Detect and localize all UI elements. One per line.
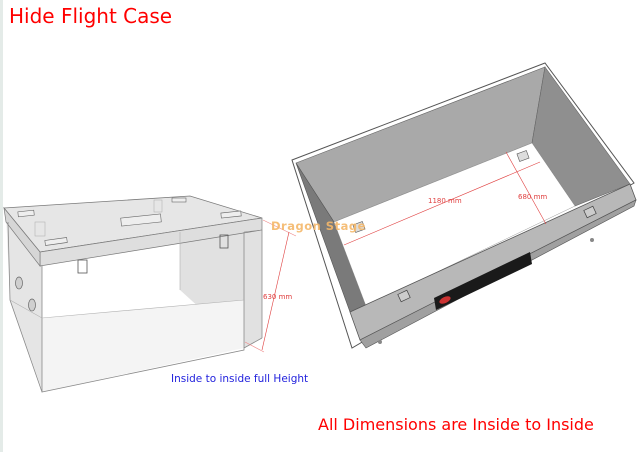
open-case-top-view: [291, 62, 637, 349]
length-dimension-label: 1180 mm: [428, 197, 462, 205]
latch-icon: [77, 259, 88, 274]
height-dimension-line: [244, 219, 297, 353]
lid-handle-recess-icon: [120, 213, 162, 227]
recessed-fitting-icon: [352, 221, 366, 233]
height-note: Inside to inside full Height: [171, 373, 309, 385]
width-dimension-label: 680 mm: [518, 193, 548, 201]
length-dimension-line: [343, 161, 541, 246]
recessed-fitting-icon: [516, 150, 530, 162]
latch-icon: [397, 289, 411, 303]
corner-icon: [590, 238, 594, 242]
latch-icon: [583, 205, 597, 219]
label-plate: [434, 252, 532, 310]
side-handle-icon: [15, 276, 23, 290]
watermark: Dragon Stage: [271, 219, 366, 233]
height-dimension-label: 630 mm: [263, 293, 293, 301]
left-edge-strip: [0, 0, 3, 452]
page-title: Hide Flight Case: [9, 4, 173, 28]
dimensions-footer-note: All Dimensions are Inside to Inside: [318, 415, 594, 434]
logo-icon: [439, 296, 451, 304]
width-dimension-line: [505, 151, 547, 225]
latch-icon: [219, 234, 229, 249]
corner-icon: [378, 340, 382, 344]
side-handle-icon: [28, 298, 36, 312]
closed-case-transparent-view: [3, 195, 263, 393]
lid-corner-icon: [17, 209, 35, 218]
